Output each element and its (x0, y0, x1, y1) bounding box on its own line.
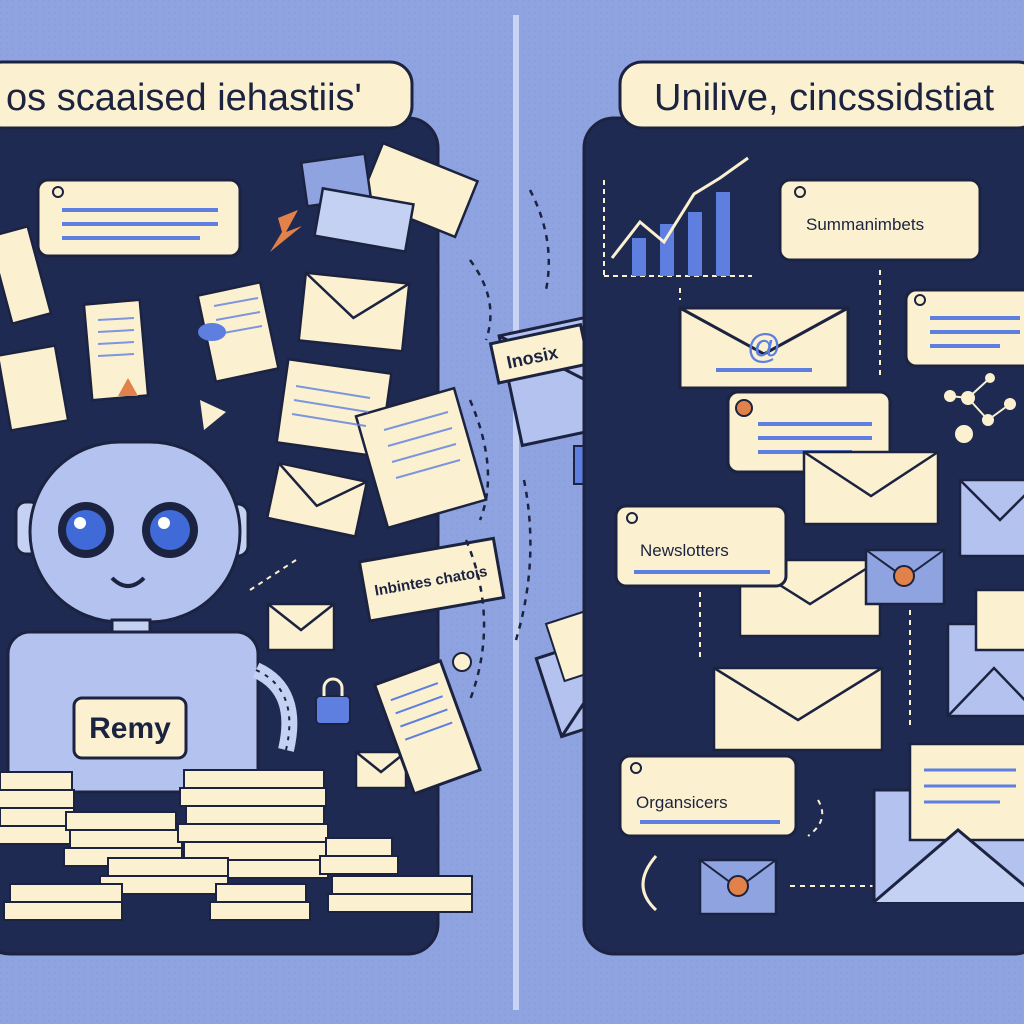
robot-smile (110, 576, 146, 588)
badge-icon (452, 652, 472, 672)
paper-stacks (0, 769, 473, 921)
refresh-arrow-icon (641, 855, 658, 912)
right-title: Unilive, cincssidstiat (654, 77, 994, 119)
left-envelopes (265, 271, 411, 790)
left-title: os scaaised iehastiis' (6, 77, 362, 119)
chat-bubble-icon (198, 323, 226, 341)
network-icon (944, 373, 1016, 443)
scattered-papers (0, 141, 488, 530)
robot-name-plate (72, 696, 188, 760)
at-symbol: @ (747, 328, 782, 366)
card-newsletters: Newslotters (614, 504, 788, 588)
pointer-icon (200, 400, 226, 430)
at-envelope: @ (678, 306, 850, 390)
bar-chart-icon (603, 156, 752, 277)
flying-receipt (372, 658, 483, 796)
robot: Remy (6, 440, 298, 794)
lock-icon (315, 677, 351, 725)
left-panel: os scaaised iehastiis' (0, 60, 506, 956)
card-organizers: Organsicers (618, 754, 798, 838)
right-title-banner: Unilive, cincssidstiat (618, 60, 1024, 130)
card-summaries-label: Summanimbets (806, 215, 924, 234)
robot-name: Remy (89, 712, 171, 745)
arrow-up-icon (118, 378, 138, 396)
card-newsletters-label: Newslotters (640, 541, 729, 560)
card-top-right (904, 288, 1024, 368)
right-envelopes (712, 450, 1024, 752)
left-top-card (36, 178, 242, 258)
paper-lines (97, 297, 461, 479)
left-title-banner: os scaaised iehastiis' (0, 60, 414, 130)
card-summaries: Summanimbets (778, 178, 982, 262)
big-open-envelope (872, 742, 1024, 904)
left-floating-card: Inbintes chatois (357, 536, 506, 623)
folder-cluster (270, 152, 415, 254)
right-panel: Unilive, cincssidstiat Summanimbets (582, 60, 1024, 956)
card-organizers-label: Organsicers (636, 793, 728, 812)
bottom-envelope (698, 858, 778, 916)
badge-envelope (864, 548, 946, 606)
